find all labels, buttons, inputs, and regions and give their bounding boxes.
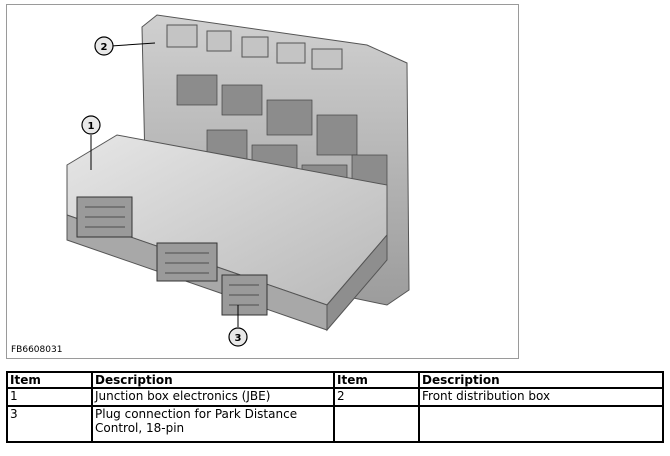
cell-description: Junction box electronics (JBE) xyxy=(91,387,335,407)
cell-item: 2 xyxy=(333,387,420,407)
header-description-1: Description xyxy=(91,371,335,389)
header-description-2: Description xyxy=(418,371,664,389)
cell-description: Plug connection for Park Distance Contro… xyxy=(91,405,335,443)
svg-text:1: 1 xyxy=(88,121,95,132)
callout-2: 2 xyxy=(94,36,114,56)
table-row: 1 Junction box electronics (JBE) 2 Front… xyxy=(6,387,664,407)
cell-description: Front distribution box xyxy=(418,387,664,407)
cell-item: 3 xyxy=(6,405,93,443)
svg-text:3: 3 xyxy=(235,333,242,344)
callout-3: 3 xyxy=(228,327,248,347)
header-item-1: Item xyxy=(6,371,93,389)
items-table: Item Description Item Description 1 Junc… xyxy=(6,371,664,443)
callout-1: 1 xyxy=(81,115,101,135)
cell-item xyxy=(333,405,420,443)
header-item-2: Item xyxy=(333,371,420,389)
figure-id-label: FB6608031 xyxy=(11,345,63,355)
component-illustration: 2 1 3 FB6608031 xyxy=(6,4,519,359)
table-row: 3 Plug connection for Park Distance Cont… xyxy=(6,405,664,443)
svg-text:2: 2 xyxy=(101,42,108,53)
junction-box-drawing: 2 1 3 xyxy=(66,14,410,347)
cell-description xyxy=(418,405,664,443)
table-header-row: Item Description Item Description xyxy=(6,371,664,389)
cell-item: 1 xyxy=(6,387,93,407)
